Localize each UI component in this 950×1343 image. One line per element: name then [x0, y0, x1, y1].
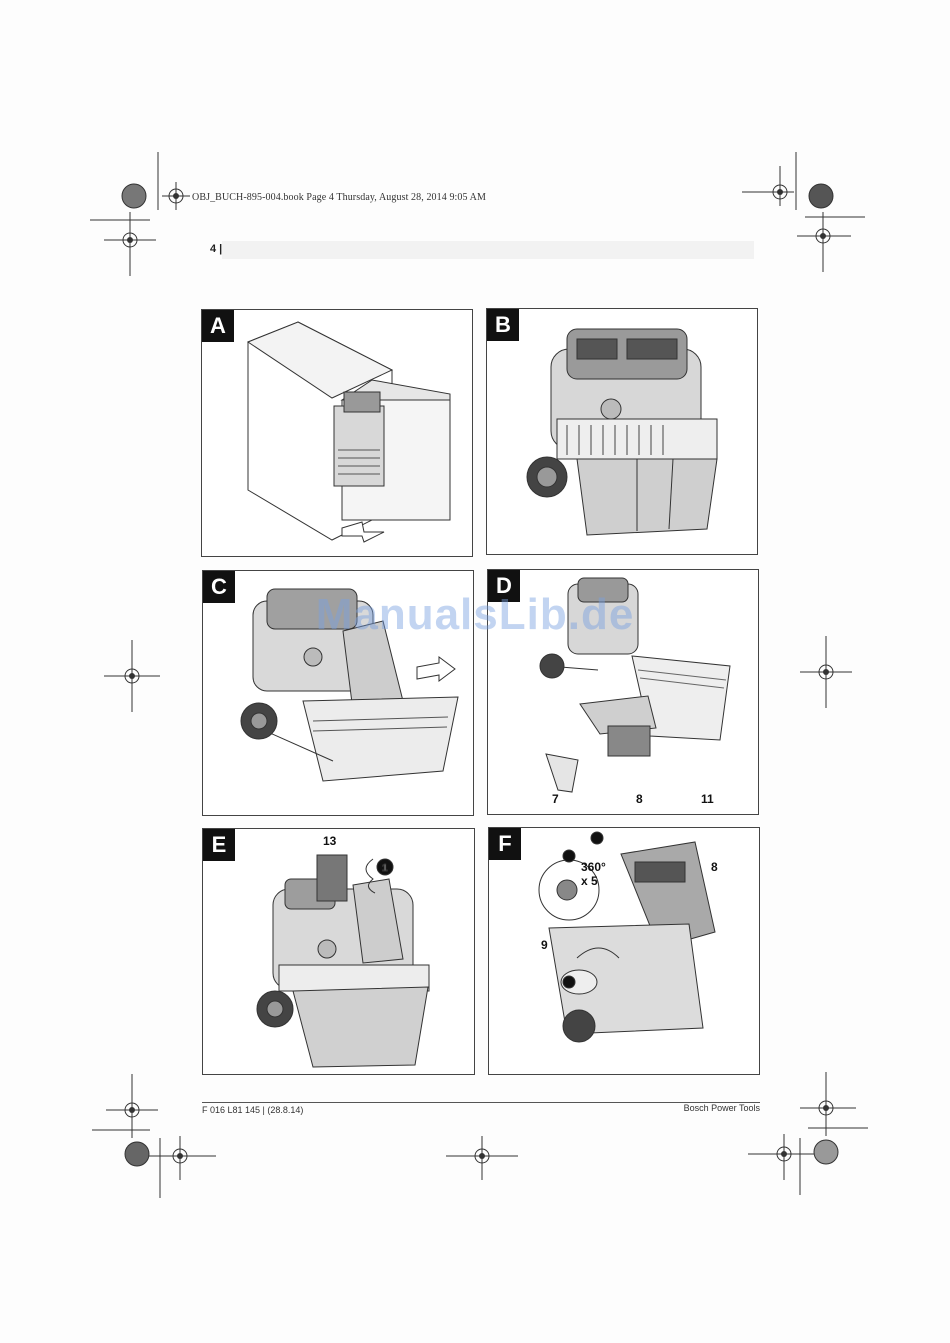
callout-8: 8 [636, 792, 643, 806]
figure-panel-b: B [486, 308, 758, 555]
figure-panel-f: F 8 9 360° x 5 [488, 827, 760, 1075]
panel-label: A [202, 310, 234, 342]
blade-cover-illustration: 1 [203, 829, 475, 1075]
page-header-band [222, 241, 754, 259]
figure-panel-a: A [201, 309, 473, 557]
file-header: OBJ_BUCH-895-004.book Page 4 Thursday, A… [192, 192, 486, 203]
panel-label: B [487, 309, 519, 341]
footer-divider [202, 1102, 760, 1103]
blade-adjust-illustration [489, 828, 760, 1075]
callout-9: 9 [541, 938, 548, 952]
unboxing-illustration [202, 310, 473, 557]
callout-13: 13 [323, 834, 336, 848]
callout-8: 8 [711, 860, 718, 874]
watermark: ManualsLib.de [0, 590, 950, 640]
figure-panel-e: 1 E 13 [202, 828, 475, 1075]
angle-label: 360° [581, 860, 606, 874]
callout-7: 7 [552, 792, 559, 806]
page-number: 4 | [210, 243, 222, 255]
panel-label: E [203, 829, 235, 861]
svg-text:1: 1 [382, 863, 388, 874]
callout-11: 11 [701, 792, 714, 806]
repeat-label: x 5 [581, 874, 598, 888]
panel-label: F [489, 828, 521, 860]
footer-doc-code: F 016 L81 145 | (28.8.14) [202, 1105, 303, 1115]
shredder-front-illustration [487, 309, 758, 555]
footer-brand: Bosch Power Tools [684, 1103, 760, 1113]
